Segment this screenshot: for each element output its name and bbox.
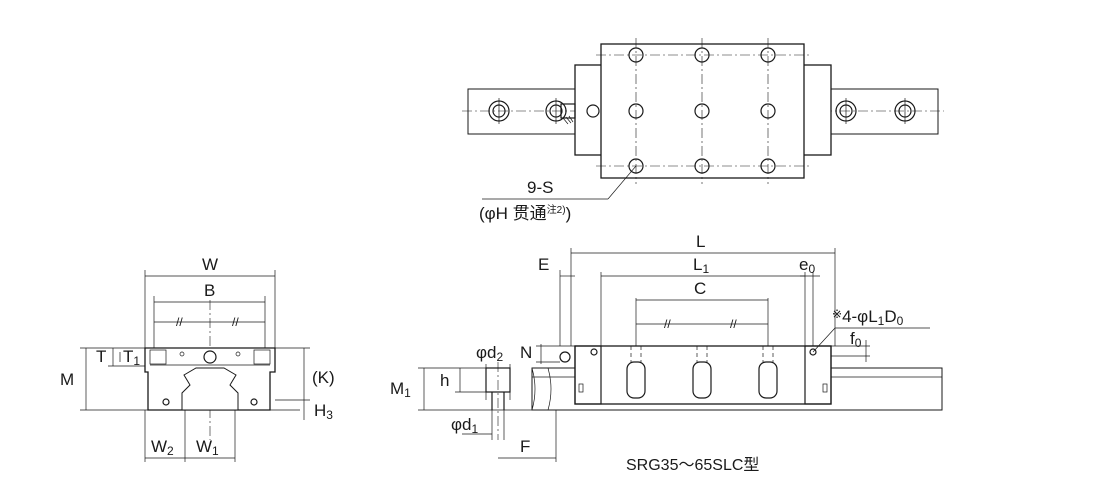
label-M1: M1 — [390, 379, 411, 400]
tick-mark-1: // — [176, 315, 183, 329]
label-W2: W2 — [151, 437, 174, 458]
label-d2: φd2 — [476, 343, 503, 364]
label-H3: H3 — [314, 401, 333, 422]
label-L: L — [696, 232, 705, 251]
carriage-block-side — [574, 345, 832, 405]
rail-break-left2 — [547, 367, 552, 411]
end-plate-left — [574, 345, 602, 405]
label-F: F — [520, 437, 530, 456]
rail-break-left — [531, 367, 536, 411]
section-view: W B // // M T T1 (K) H3 — [60, 255, 335, 462]
side-view: L L1 E e0 C // // ※4-φL1D0 f0 N φd2 — [390, 232, 943, 462]
carriage-block-top — [600, 43, 805, 179]
label-N: N — [520, 343, 532, 362]
tick-mark-2: // — [232, 315, 239, 329]
grease-nipple-top — [560, 103, 600, 125]
label-E: E — [538, 255, 549, 274]
label-L1: L1 — [693, 255, 709, 276]
label-M: M — [60, 370, 74, 389]
rail-section — [181, 367, 239, 411]
grease-fitting-section — [203, 350, 217, 364]
label-B: B — [204, 281, 215, 300]
hole-spec-label: 9-S — [527, 178, 553, 197]
label-T: T — [96, 347, 106, 366]
label-K: (K) — [312, 368, 335, 387]
end-plate-right — [804, 345, 832, 405]
grease-nipple-side — [559, 351, 571, 363]
label-W1: W1 — [196, 437, 219, 458]
leader-9S — [607, 165, 637, 200]
tapped-holes — [628, 47, 776, 174]
label-T1: T1 — [123, 347, 140, 368]
grease-hole-note: ※4-φL1D0 — [832, 307, 904, 328]
label-C: C — [694, 279, 706, 298]
leader-4phi — [812, 327, 836, 353]
tick-mark-3: // — [664, 317, 671, 331]
seal-right — [253, 349, 271, 365]
label-e0: e0 — [799, 255, 815, 276]
seal-left — [149, 349, 167, 365]
label-h: h — [440, 371, 449, 390]
label-d1: φd1 — [451, 415, 478, 436]
top-view: 9-S (φH 贯通注2)) — [462, 38, 944, 223]
model-caption: SRG35～65SLC型 — [626, 456, 759, 474]
mounting-bolt-holes-side — [626, 346, 778, 399]
label-W: W — [202, 255, 218, 274]
hole-spec-note: (φH 贯通注2)) — [479, 203, 571, 223]
tick-mark-4: // — [730, 317, 737, 331]
rail-bolt-holes — [488, 98, 916, 124]
label-f0: f0 — [850, 329, 862, 350]
